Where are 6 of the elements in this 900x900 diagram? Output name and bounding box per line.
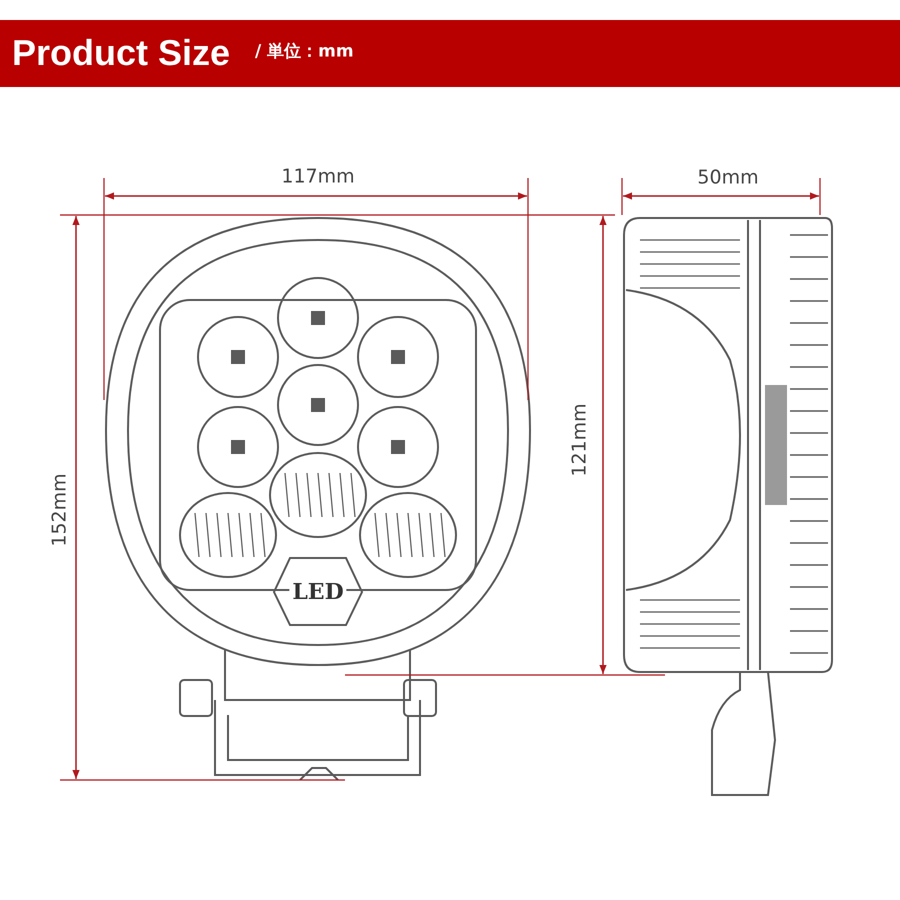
unit-label: / 単位：mm: [255, 44, 354, 60]
dimension-label: 152mm: [50, 473, 70, 547]
dimension-label: 117mm: [281, 168, 355, 186]
dimension-label: 50mm: [697, 168, 759, 188]
page-title: Product Size: [12, 35, 230, 71]
dimension-label: 121mm: [570, 403, 590, 477]
